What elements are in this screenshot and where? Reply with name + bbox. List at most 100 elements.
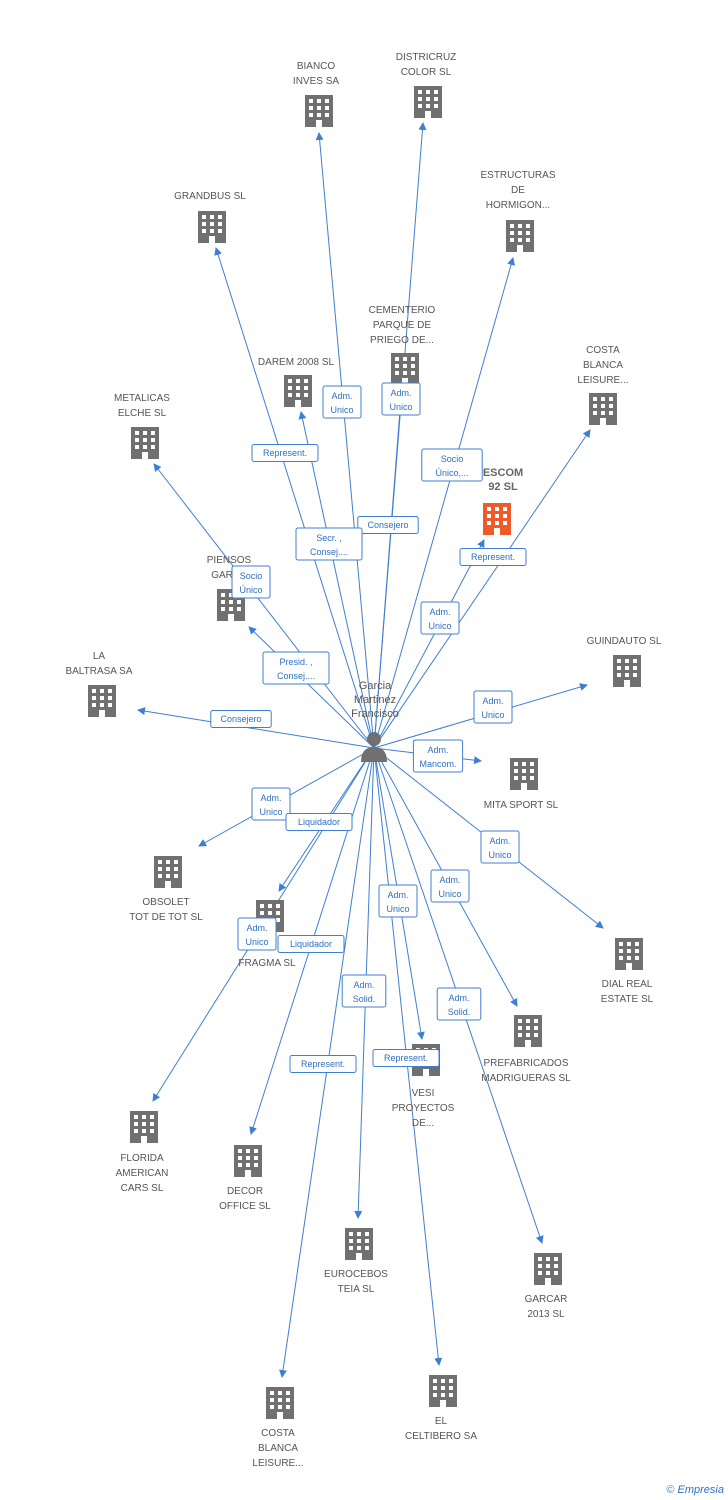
company-label-line: 92 SL	[488, 481, 518, 493]
relation-badge-florida[interactable]: Adm.Unico	[237, 917, 277, 951]
company-node-darem[interactable]: DAREM 2008 SL	[258, 357, 335, 407]
relation-badge-decor[interactable]: Liquidador	[277, 935, 345, 953]
relation-badge-estructuras[interactable]: SocioÚnico,...	[421, 448, 483, 482]
relation-badge-vesi[interactable]: Adm.Unico	[378, 884, 418, 918]
company-label-line: EUROCEBOS	[324, 1269, 388, 1280]
company-node-costa1[interactable]: COSTABLANCALEISURE...	[577, 345, 629, 425]
company-label-line: DAREM 2008 SL	[258, 357, 335, 368]
copyright-icon: ©	[666, 1484, 675, 1496]
badge-label-line: Único,...	[435, 468, 468, 478]
company-node-guindauto[interactable]: GUINDAUTO SL	[587, 636, 662, 687]
relation-badge-garcar[interactable]: Adm.Solid.	[436, 987, 482, 1021]
building-icon	[305, 95, 333, 127]
company-label-line: BLANCA	[258, 1443, 298, 1454]
brand-name: Empresia	[677, 1484, 724, 1496]
building-icon	[198, 211, 226, 243]
company-label-line: COSTA	[586, 345, 620, 356]
relation-badge-baltrasa[interactable]: Consejero	[210, 710, 272, 728]
relation-badge-mita[interactable]: Adm.Mancom.	[412, 739, 464, 773]
badge-box	[430, 869, 470, 903]
badge-label-line: Secr. ,	[316, 533, 342, 543]
badge-box	[473, 690, 513, 724]
company-node-piensos[interactable]: PIENSOSGARL...	[207, 555, 252, 621]
company-node-fragma[interactable]: FRAGMA SL	[238, 900, 296, 969]
edge-bianco	[315, 132, 375, 749]
company-label-line: OBSOLET	[142, 897, 189, 908]
relation-badge-districruz[interactable]: Adm.Unico	[381, 382, 421, 416]
company-label-line: DISTRICRUZ	[396, 52, 457, 63]
badge-box	[262, 651, 330, 685]
person-icon	[361, 732, 387, 762]
relation-badge-obsolet[interactable]: Adm.Unico	[251, 787, 291, 821]
building-icon	[88, 685, 116, 717]
company-node-mita[interactable]: MITA SPORT SL	[484, 758, 559, 811]
relation-badge-cementerio[interactable]: Consejero	[357, 516, 419, 534]
badge-box	[421, 448, 483, 482]
building-icon	[234, 1145, 262, 1177]
company-label-line: DIAL REAL	[602, 979, 653, 990]
company-node-vesi[interactable]: VESIPROYECTOSDE...	[392, 1044, 455, 1129]
company-label-line: EL	[435, 1416, 448, 1427]
badge-label-line: Represent.	[301, 1059, 345, 1069]
badge-label-line: Represent.	[384, 1053, 428, 1063]
badge-box	[341, 974, 387, 1008]
relation-badge-escom[interactable]: Adm.Unico	[420, 601, 460, 635]
company-label-line: DE...	[412, 1118, 434, 1129]
company-node-grandbus[interactable]: GRANDBUS SL	[174, 191, 246, 243]
relation-badge-darem[interactable]: Secr. ,Consej....	[295, 527, 363, 561]
company-label-line: PREFABRICADOS	[483, 1058, 568, 1069]
badge-box	[251, 444, 319, 462]
relation-badge-prefabricados[interactable]: Adm.Unico	[430, 869, 470, 903]
building-icon	[130, 1111, 158, 1143]
relation-badge-dial[interactable]: Adm.Unico	[480, 830, 520, 864]
company-label-line: CARS SL	[121, 1183, 164, 1194]
badge-label-line: Adm.	[448, 993, 469, 1003]
badge-label-line: Consej....	[277, 671, 315, 681]
relation-badge-guindauto[interactable]: Adm.Unico	[473, 690, 513, 724]
badge-box	[459, 548, 527, 566]
badge-box	[412, 739, 464, 773]
edge-escom	[373, 539, 485, 749]
company-label-line: LA	[93, 651, 106, 662]
relation-badge-eurocebos[interactable]: Adm.Solid.	[341, 974, 387, 1008]
company-label-line: LEISURE...	[252, 1458, 303, 1469]
relation-badge-costa2[interactable]: Represent.	[289, 1055, 357, 1073]
badge-label-line: Adm.	[482, 696, 503, 706]
relation-badge-costa1[interactable]: Represent.	[459, 548, 527, 566]
person-label-line: Francisco	[351, 708, 399, 720]
relation-badge-fragma[interactable]: Liquidador	[285, 813, 353, 831]
relation-badge-celtibero[interactable]: Represent.	[372, 1049, 440, 1067]
badge-box	[372, 1049, 440, 1067]
badge-label-line: Unico	[259, 807, 282, 817]
edge-cementerio	[373, 383, 406, 749]
building-icon	[534, 1253, 562, 1285]
company-label-line: 2013 SL	[527, 1309, 565, 1320]
company-node-estructuras[interactable]: ESTRUCTURASDEHORMIGON...	[480, 170, 556, 252]
person-label-line: Martinez	[354, 694, 396, 706]
relation-badge-bianco[interactable]: Adm.Unico	[322, 385, 362, 419]
badge-box	[277, 935, 345, 953]
badge-label-line: Represent.	[471, 552, 515, 562]
company-label-line: PARQUE DE	[373, 320, 431, 331]
footer-brand: © Empresia	[666, 1484, 724, 1496]
relation-badge-piensos[interactable]: Presid. ,Consej....	[262, 651, 330, 685]
badge-label-line: Socio	[240, 571, 263, 581]
company-node-costa2[interactable]: COSTABLANCALEISURE...	[252, 1387, 304, 1469]
relation-badge-grandbus[interactable]: Represent.	[251, 444, 319, 462]
